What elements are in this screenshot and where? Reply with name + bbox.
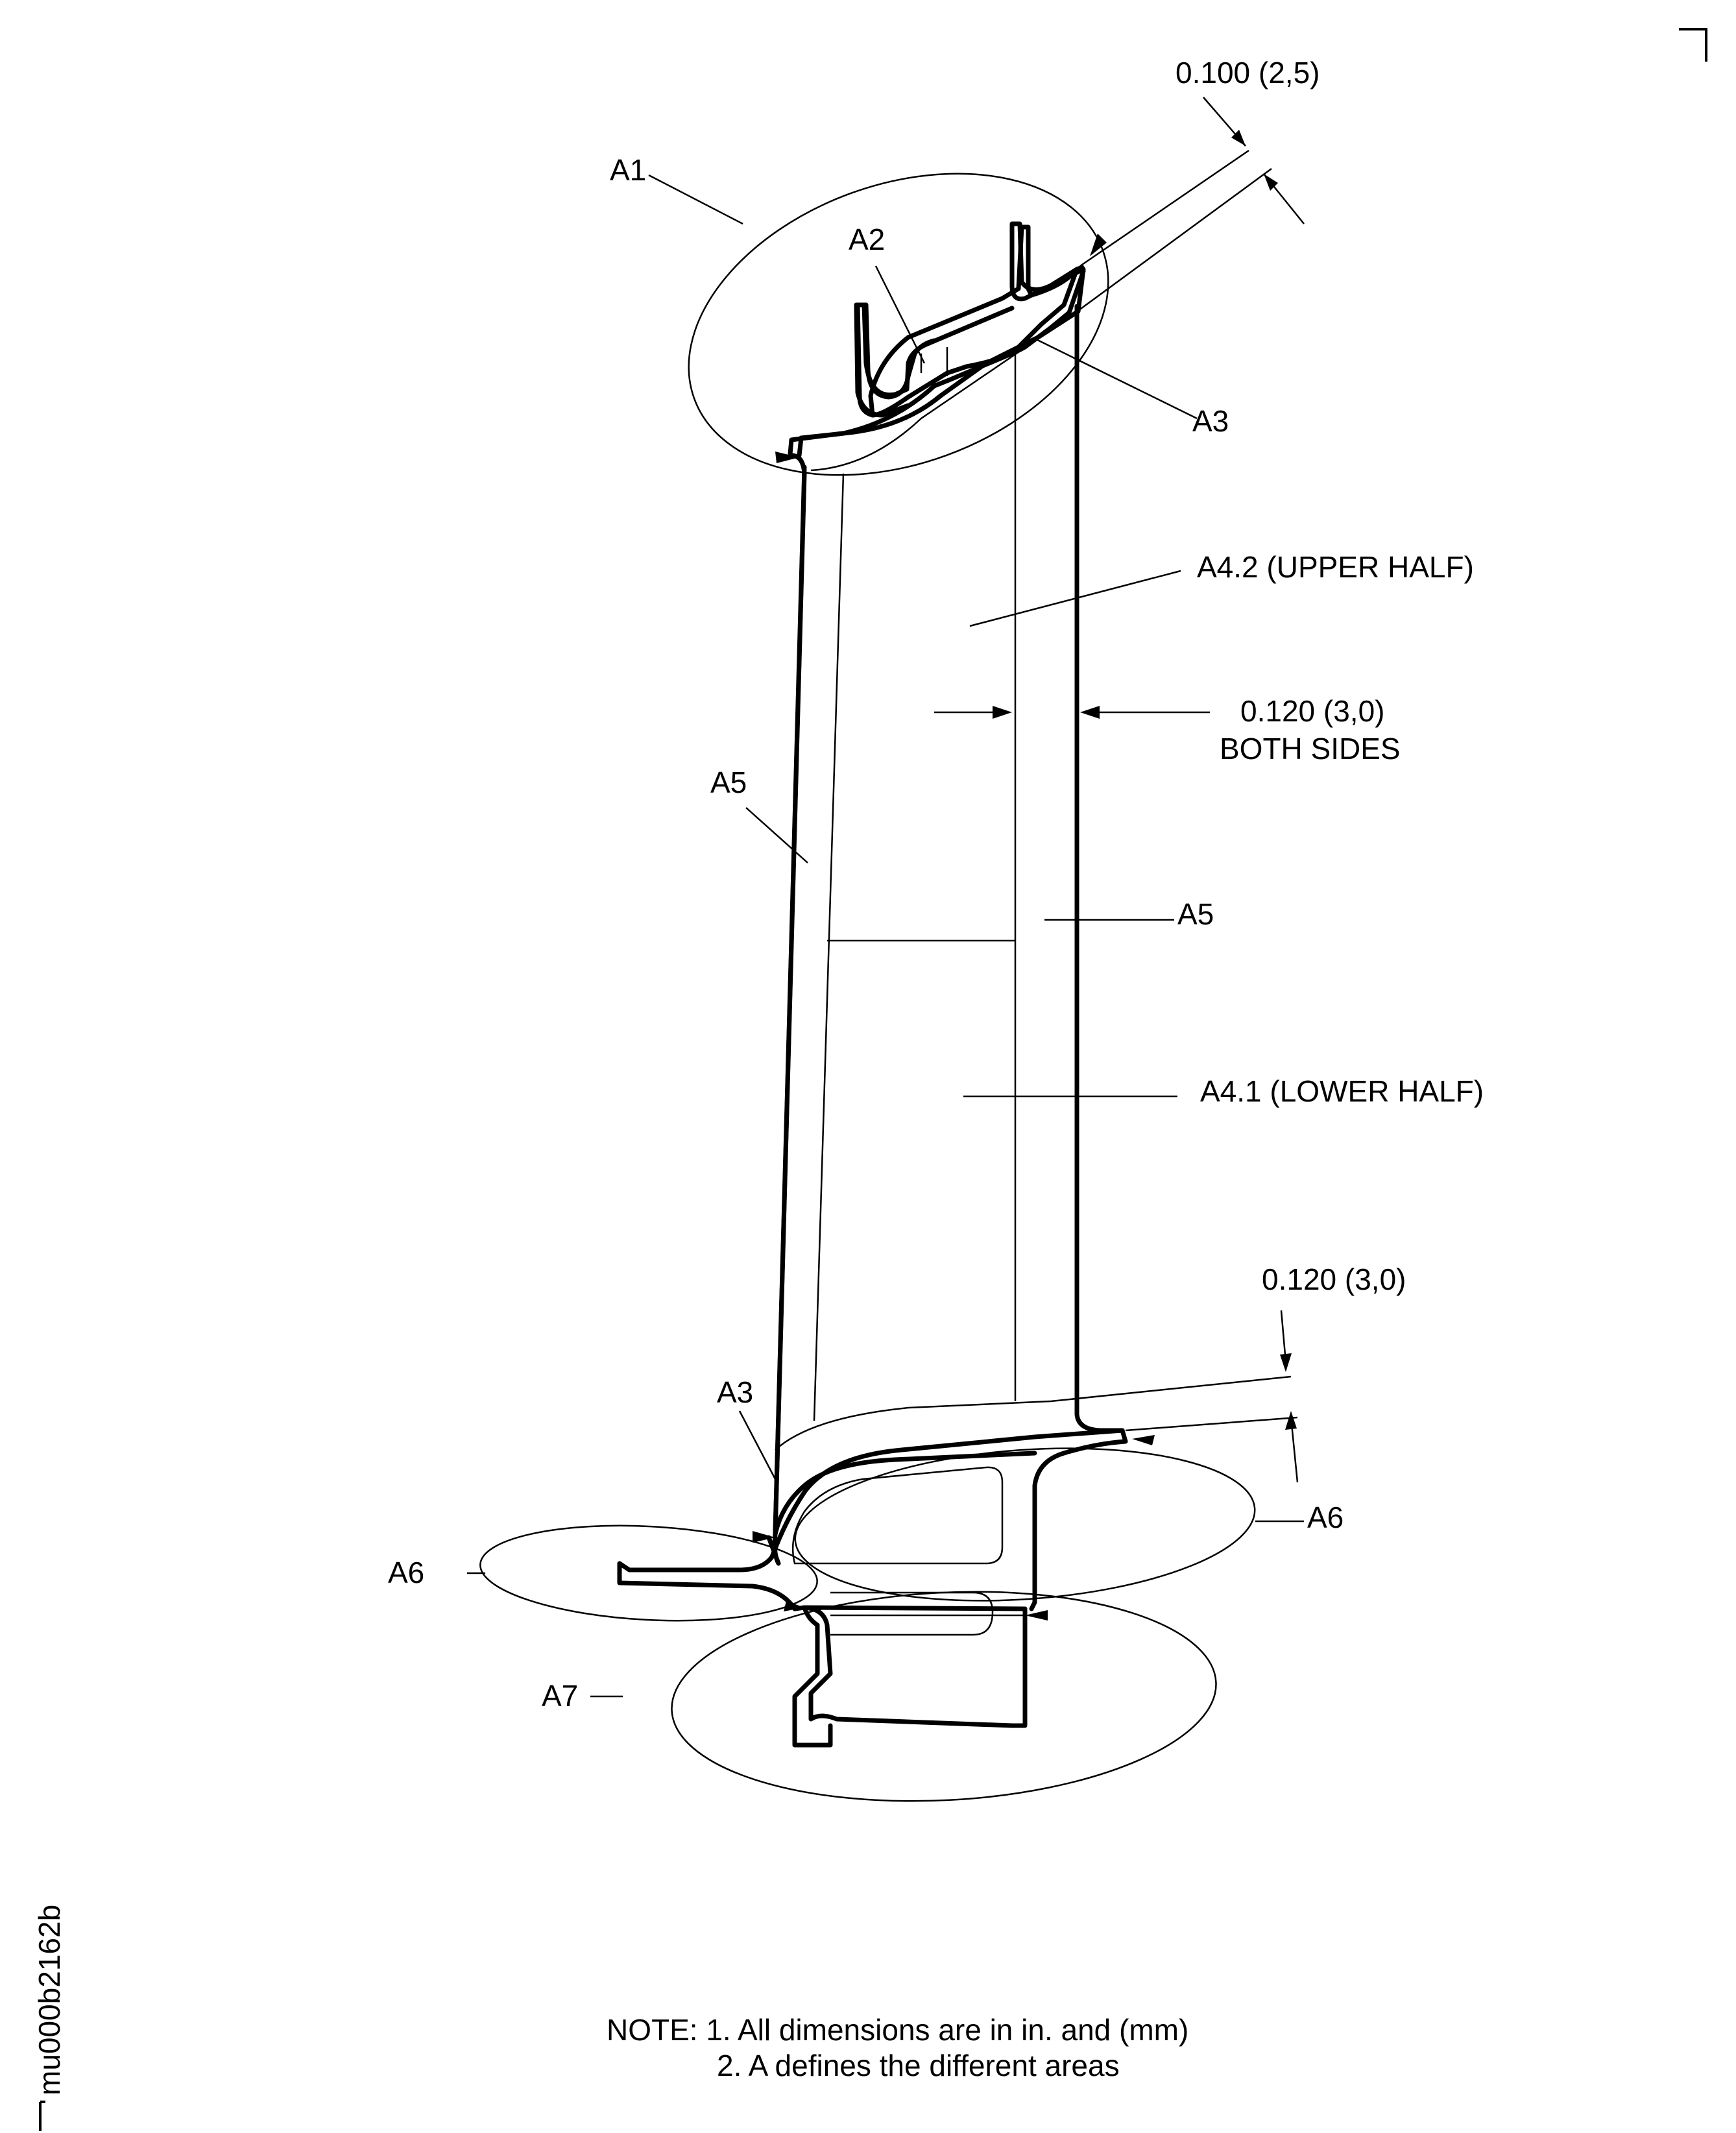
- figure-id: mu000b2162b: [32, 1905, 66, 2095]
- area-a7-ellipse: [671, 1591, 1217, 1802]
- dimension-marks: [753, 97, 1305, 1621]
- area-a1-ellipse: [688, 173, 1109, 476]
- area-a6-right-ellipse: [794, 1447, 1256, 1602]
- label-a6-left: A6: [388, 1556, 424, 1589]
- label-a3-top: A3: [1192, 404, 1229, 438]
- label-a5-left: A5: [710, 765, 747, 799]
- label-a5-right: A5: [1177, 897, 1214, 931]
- label-a7: A7: [542, 1679, 578, 1713]
- label-a1: A1: [610, 153, 646, 187]
- dimension-middle-line2: BOTH SIDES: [1220, 732, 1401, 765]
- dimension-bottom: 0.120 (3,0): [1262, 1262, 1406, 1296]
- label-a2: A2: [849, 223, 885, 256]
- area-a6-left-ellipse: [479, 1524, 818, 1622]
- label-a3-bottom: A3: [717, 1375, 753, 1409]
- note-line-1: NOTE: 1. All dimensions are in in. and (…: [607, 2013, 1188, 2047]
- dimension-top: 0.100 (2,5): [1175, 56, 1320, 90]
- label-a6-right: A6: [1307, 1500, 1344, 1534]
- internal-area-lines: [775, 149, 1298, 1636]
- label-a4-2: A4.2 (UPPER HALF): [1197, 550, 1474, 584]
- dimension-middle-line1: 0.120 (3,0): [1240, 694, 1384, 728]
- label-a4-1: A4.1 (LOWER HALF): [1200, 1074, 1484, 1108]
- note-line-2: 2. A defines the different areas: [717, 2049, 1120, 2082]
- corner-mark-bottom-left: [39, 2101, 45, 2131]
- leader-lines: [467, 174, 1304, 1698]
- blade-outline: [617, 221, 1128, 1748]
- corner-mark-top-right: [1679, 28, 1707, 62]
